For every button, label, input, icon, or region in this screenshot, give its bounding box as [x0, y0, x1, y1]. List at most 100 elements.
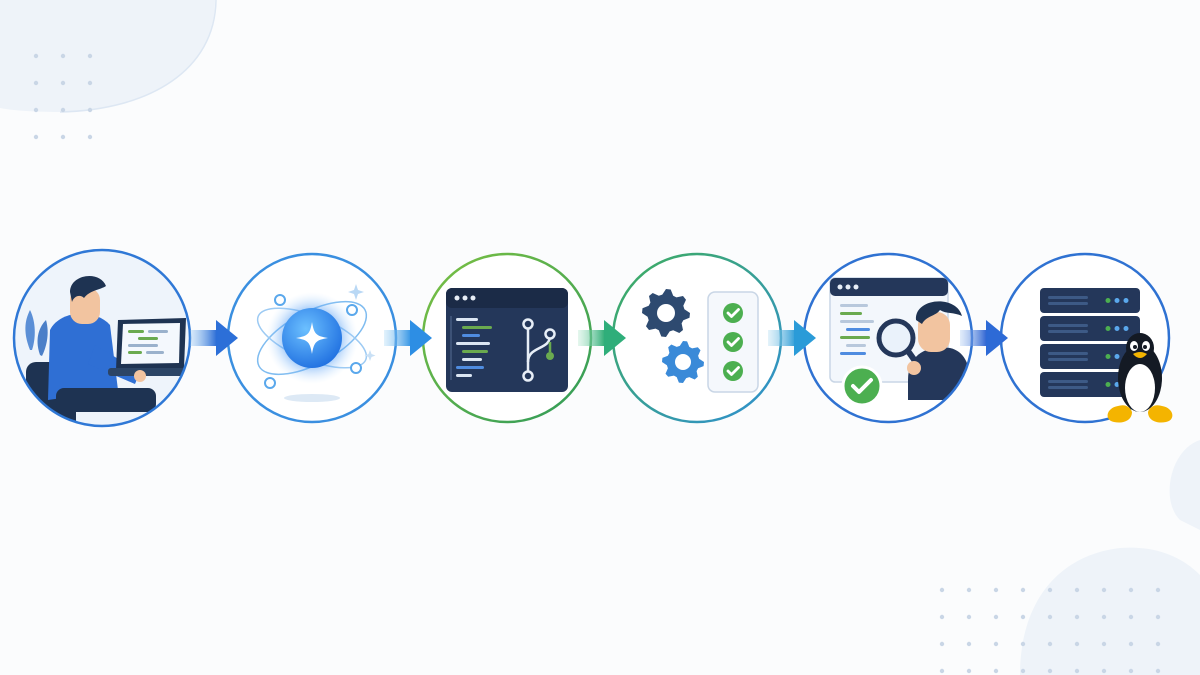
- small-sparkle-icon: [348, 284, 364, 300]
- decor-dot: [993, 587, 999, 593]
- decor-dot: [87, 80, 93, 86]
- laptop-base: [108, 368, 190, 376]
- status-led: [1105, 382, 1111, 387]
- decor-dot: [939, 587, 945, 593]
- sparkle-icon: [296, 322, 328, 354]
- decor-dot: [87, 53, 93, 59]
- top-left-blob-outline: [59, 0, 217, 113]
- reviewer-face: [918, 312, 950, 352]
- flow-arrows: [190, 320, 1008, 356]
- checklist-items: [723, 303, 743, 381]
- decor-dot: [1047, 614, 1053, 620]
- stage-version-control: [421, 252, 593, 424]
- decor-dot: [1128, 641, 1134, 647]
- arrow-code-review-to-linux-deploy: [960, 320, 1008, 356]
- decor-dot: [1128, 668, 1134, 674]
- check-item: [723, 361, 743, 381]
- arrow-developer-coding-to-ai-assistant: [190, 320, 238, 356]
- decor-dot: [33, 53, 39, 59]
- decor-dot: [60, 134, 66, 140]
- check-item: [723, 332, 743, 352]
- ai-shadow: [284, 394, 340, 402]
- right-edge-blob: [1169, 440, 1200, 530]
- editor-title-bar: [446, 288, 568, 308]
- person-legs: [56, 388, 156, 412]
- decor-dot: [60, 53, 66, 59]
- arrow-automated-tests-to-code-review: [768, 320, 816, 356]
- decor-dot: [1155, 668, 1161, 674]
- window-dot: [454, 295, 460, 301]
- code-lines-icon: [128, 330, 158, 354]
- window-dot: [470, 295, 476, 301]
- orbit-node: [264, 377, 276, 389]
- stage-linux-deploy: [999, 252, 1173, 424]
- decor-dot: [33, 80, 39, 86]
- decor-dot: [1047, 668, 1053, 674]
- top-left-blob: [0, 0, 215, 112]
- plant-leaf-icon: [25, 310, 35, 350]
- decor-dot: [939, 641, 945, 647]
- decor-dot: [60, 107, 66, 113]
- dot-grid-bottom-right: [939, 587, 1161, 674]
- stage-automated-tests: [611, 252, 783, 424]
- decor-dot: [87, 134, 93, 140]
- tux-penguin-icon: [1107, 333, 1173, 423]
- arrow-version-control-to-automated-tests: [578, 320, 626, 356]
- decor-dot: [966, 668, 972, 674]
- review-code-lines: [840, 304, 874, 355]
- plant-leaf-icon: [37, 320, 48, 356]
- editor-code-lines: [450, 316, 492, 380]
- decor-dot: [1101, 587, 1107, 593]
- person-hand: [134, 370, 146, 382]
- check-circle-icon: [723, 303, 743, 323]
- gear-icon: [642, 289, 690, 337]
- decor-dot: [1101, 641, 1107, 647]
- stage-ai-assistant: [226, 252, 398, 424]
- decor-dot: [1020, 587, 1026, 593]
- decor-dot: [966, 641, 972, 647]
- decor-dot: [1047, 641, 1053, 647]
- reviewer-hair: [915, 301, 962, 324]
- decor-dot: [993, 641, 999, 647]
- decor-dot: [1074, 641, 1080, 647]
- decor-dot: [993, 668, 999, 674]
- decor-dot: [1128, 614, 1134, 620]
- orbit-node: [346, 304, 358, 316]
- status-led: [1114, 354, 1120, 359]
- status-led: [1123, 326, 1129, 331]
- person-hair: [70, 275, 106, 302]
- window-dot: [462, 295, 468, 301]
- laptop-screen: [121, 323, 180, 364]
- check-circle-icon: [723, 332, 743, 352]
- decor-dot: [60, 80, 66, 86]
- server-unit: [1040, 372, 1140, 397]
- decor-dot: [966, 587, 972, 593]
- decor-dot: [33, 107, 39, 113]
- magnifier-icon: [876, 318, 916, 358]
- check-circle-icon: [723, 361, 743, 381]
- status-led: [1114, 326, 1120, 331]
- dot-grid-top-left: [33, 53, 93, 140]
- decor-dot: [1074, 614, 1080, 620]
- status-led: [1114, 298, 1120, 303]
- decor-dot: [939, 614, 945, 620]
- decor-dot: [1101, 668, 1107, 674]
- person-face: [70, 288, 100, 324]
- decor-dot: [87, 107, 93, 113]
- stage-code-review: [802, 252, 974, 424]
- decor-dot: [939, 668, 945, 674]
- status-led: [1105, 354, 1111, 359]
- server-unit: [1040, 288, 1140, 313]
- approved-check-icon: [841, 365, 883, 407]
- reviewer-hand: [907, 361, 921, 375]
- decor-dot: [1155, 614, 1161, 620]
- decor-dot: [1047, 587, 1053, 593]
- decor-dot: [33, 134, 39, 140]
- decor-dot: [1128, 587, 1134, 593]
- decor-dot: [1101, 614, 1107, 620]
- decor-dot: [1074, 668, 1080, 674]
- status-led: [1105, 326, 1111, 331]
- bottom-right-blob: [1020, 547, 1200, 675]
